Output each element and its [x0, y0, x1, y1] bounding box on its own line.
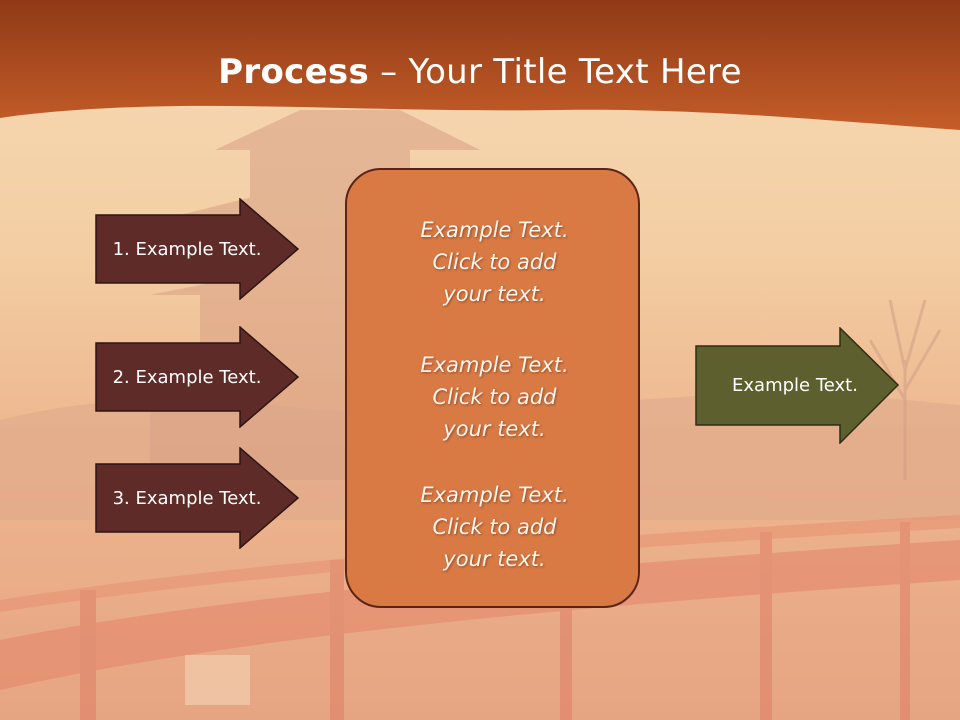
block-line: your text.: [443, 547, 546, 571]
arrow-shape: [695, 326, 900, 445]
step-label-2: 2. Example Text.: [112, 366, 262, 388]
page-title: Process – Your Title Text Here: [0, 52, 960, 92]
step-arrow-2[interactable]: 2. Example Text.: [95, 325, 300, 429]
center-block-1: Example Text. Click to add your text.: [347, 214, 642, 310]
block-line: Click to add: [432, 250, 557, 274]
title-bold: Process: [218, 52, 370, 92]
output-label: Example Text.: [732, 375, 858, 396]
step-label-3: 3. Example Text.: [112, 487, 262, 509]
block-line: Example Text.: [420, 353, 569, 377]
arrow-shape: [95, 197, 300, 301]
block-line: your text.: [443, 417, 546, 441]
block-line: your text.: [443, 282, 546, 306]
block-line: Example Text.: [420, 483, 569, 507]
arrow-shape: [95, 446, 300, 550]
block-line: Example Text.: [420, 218, 569, 242]
output-arrow[interactable]: Example Text.: [695, 326, 900, 445]
header-banner: [0, 0, 960, 130]
step-arrow-1[interactable]: 1. Example Text.: [95, 197, 300, 301]
title-rest: – Your Title Text Here: [369, 52, 742, 92]
center-block-2: Example Text. Click to add your text.: [347, 349, 642, 445]
block-line: Click to add: [432, 515, 557, 539]
step-label-1: 1. Example Text.: [112, 238, 262, 260]
step-arrow-3[interactable]: 3. Example Text.: [95, 446, 300, 550]
arrow-shape: [95, 325, 300, 429]
center-text-box[interactable]: Example Text. Click to add your text. Ex…: [345, 168, 640, 608]
center-block-3: Example Text. Click to add your text.: [347, 479, 642, 575]
block-line: Click to add: [432, 385, 557, 409]
